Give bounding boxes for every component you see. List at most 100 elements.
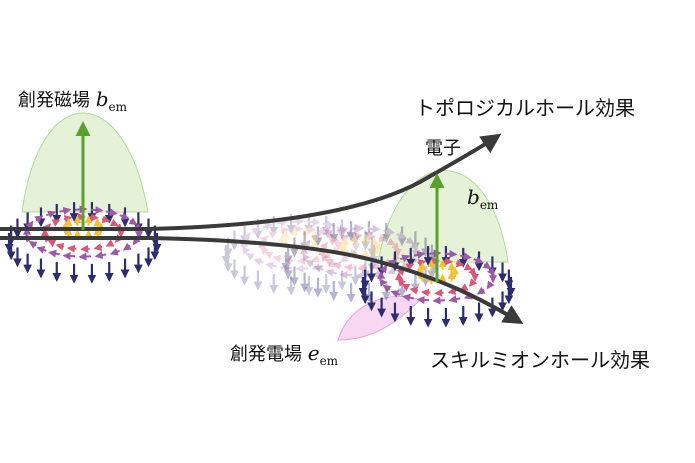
spin-arrow	[307, 217, 321, 226]
spin-arrow	[47, 239, 57, 248]
spin-arrow	[306, 225, 317, 234]
spin-arrow	[448, 295, 461, 304]
right-skyrmion	[358, 246, 516, 328]
spin-arrow	[94, 251, 107, 260]
spin-arrow	[378, 234, 388, 243]
spin-arrow	[460, 252, 472, 261]
spin-arrow	[34, 215, 44, 224]
spin-arrow	[396, 231, 407, 239]
electric-field-lobe	[337, 295, 421, 341]
spin-arrow	[391, 242, 400, 251]
spin-arrow	[379, 277, 388, 287]
spin-arrow	[302, 252, 311, 262]
spin-arrow	[420, 288, 431, 297]
spin-arrow	[455, 259, 465, 268]
electron-label: 電子	[425, 138, 461, 159]
spin-arrow	[242, 245, 251, 255]
left-field-dome	[21, 112, 149, 213]
spin-arrow	[280, 227, 290, 235]
spin-arrow	[63, 215, 73, 223]
spin-arrow	[322, 229, 334, 238]
spin-arrow	[310, 255, 320, 263]
spin-arrow	[323, 220, 335, 229]
spin-arrow	[397, 278, 406, 287]
spin-arrow	[336, 225, 349, 234]
spin-arrow	[291, 217, 305, 226]
spin-arrow	[264, 251, 274, 260]
spin-arrow	[486, 267, 495, 277]
spin-arrow	[409, 286, 419, 295]
spin-arrow	[295, 264, 309, 273]
spin-arrow	[339, 271, 353, 280]
spin-arrow	[324, 258, 334, 267]
spin-arrow	[62, 252, 76, 261]
spin-arrow	[416, 296, 430, 305]
spin-arrow	[302, 239, 311, 249]
spin-arrow	[90, 205, 104, 214]
spin-arrow	[328, 238, 338, 246]
spin-arrow	[486, 280, 495, 290]
spin-arrow	[444, 249, 458, 258]
spin-arrow	[351, 224, 365, 233]
spin-arrow	[262, 222, 274, 231]
spin-arrow	[122, 242, 132, 251]
spin-arrow	[468, 278, 478, 287]
spin-arrow	[319, 242, 329, 251]
spin-arrow	[463, 262, 473, 271]
topological-hall-trajectory	[0, 133, 502, 231]
b-em-label: bem	[467, 185, 499, 212]
spin-arrow	[355, 271, 369, 280]
spin-arrow	[447, 287, 457, 295]
spin-arrow	[379, 264, 388, 274]
spin-arrow	[28, 240, 38, 249]
spin-arrow	[305, 259, 315, 268]
spin-arrow	[468, 267, 477, 276]
spin-arrow	[413, 250, 426, 259]
spin-arrow	[89, 213, 100, 222]
spin-arrow	[386, 266, 398, 275]
emergent-magnetic-field-label: 創発磁場 bem	[18, 86, 127, 114]
spin-arrow	[78, 252, 92, 261]
spin-arrow	[259, 235, 269, 244]
spin-arrow	[325, 268, 337, 277]
emergent-magnetic-field-symbol: bem	[95, 87, 128, 114]
spin-arrow	[409, 242, 418, 252]
spin-arrow	[311, 234, 321, 243]
spin-arrow	[242, 232, 251, 242]
spin-arrow	[265, 261, 277, 270]
spin-arrow	[106, 208, 118, 217]
spin-arrow	[245, 252, 255, 261]
spin-arrow	[109, 247, 121, 256]
spin-arrow	[59, 206, 72, 215]
spin-arrow	[66, 244, 77, 253]
spin-arrow	[253, 258, 264, 266]
skyrmion-hall-trajectory	[0, 236, 524, 325]
spin-arrow	[443, 257, 454, 266]
spin-arrow	[297, 256, 307, 265]
spin-arrow	[45, 210, 57, 219]
spin-arrow	[119, 212, 130, 220]
spin-arrow	[367, 224, 381, 233]
emergent-electric-field-label: 創発電場 eem	[230, 340, 338, 368]
spin-arrow	[272, 254, 282, 263]
spin-arrow	[268, 231, 278, 239]
spin-arrow	[482, 261, 492, 270]
spin-arrow	[93, 243, 103, 251]
spin-arrow	[128, 217, 138, 226]
spin-arrow	[357, 263, 367, 272]
spin-arrow	[434, 288, 444, 297]
spin-arrow	[101, 215, 111, 224]
spin-arrow	[36, 246, 47, 254]
spin-arrow	[370, 262, 380, 270]
emergent-electric-field-text: 創発電場	[230, 344, 302, 365]
spin-arrow	[339, 254, 349, 263]
spin-arrow	[476, 286, 486, 295]
spin-arrow	[366, 232, 377, 241]
spin-arrow	[80, 244, 90, 253]
spin-arrow	[399, 254, 411, 263]
spin-arrow	[383, 227, 395, 236]
spin-arrow	[48, 249, 60, 258]
spin-arrow	[313, 265, 324, 273]
spin-arrow	[276, 218, 289, 227]
